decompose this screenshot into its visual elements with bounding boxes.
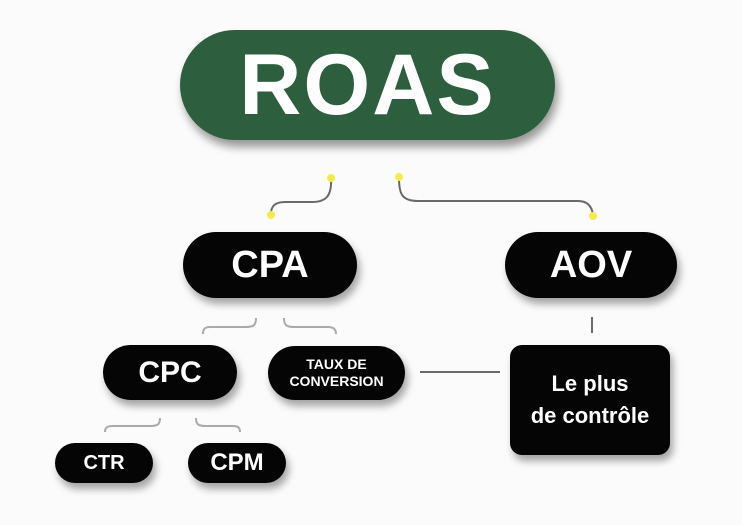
connector-roas-cpa [270, 177, 333, 215]
cpm-node: CPM [188, 443, 286, 483]
le-plus-de-controle-node: Le plus de contrôle [510, 345, 670, 455]
cpc-node: CPC [103, 345, 237, 400]
connector-roas-aov [398, 177, 594, 216]
cpc-label: CPC [138, 355, 202, 389]
taux-line1: TAUX DE [306, 356, 367, 372]
dot [327, 174, 335, 182]
connector-cpc-ctr [104, 417, 161, 433]
connector-cpc-cpm [195, 417, 241, 433]
connector-cpa-cpc [202, 317, 257, 335]
cpa-node: CPA [183, 232, 357, 298]
aov-node: AOV [505, 232, 677, 298]
taux-line2: CONVERSION [289, 373, 384, 389]
box-line2: de contrôle [530, 403, 650, 428]
roas-node: ROAS [180, 30, 555, 140]
connector-cpa-taux [283, 317, 337, 335]
dot [395, 173, 403, 181]
dot [267, 211, 275, 219]
box-line1: Le plus [551, 371, 629, 396]
ctr-node: CTR [55, 443, 153, 483]
dot [589, 212, 597, 220]
